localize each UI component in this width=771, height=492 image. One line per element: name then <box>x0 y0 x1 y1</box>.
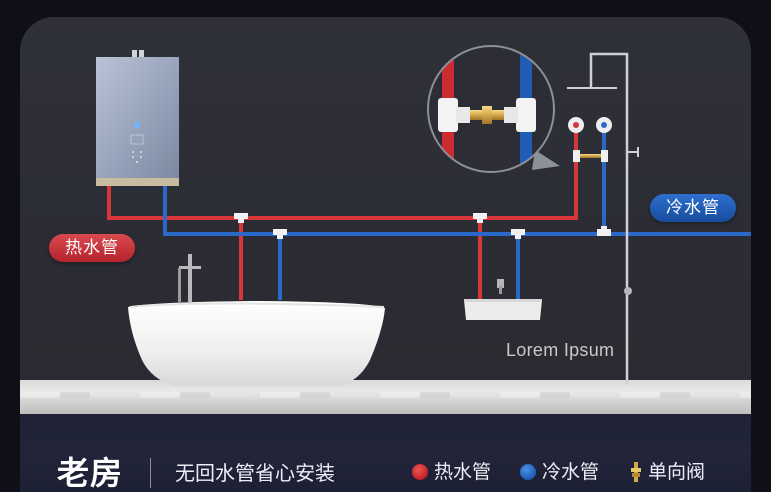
cold-water-pipes <box>163 128 751 300</box>
legend-item-valve: 单向阀 <box>631 459 705 485</box>
footer-title: 老房 <box>57 454 124 492</box>
legend-item-cold: 冷水管 <box>520 459 599 485</box>
shower <box>567 52 639 385</box>
tee-fittings <box>234 213 611 239</box>
title-divider <box>150 458 151 488</box>
hot-pipe-tag: 热水管 <box>49 234 135 262</box>
legend-label: 冷水管 <box>542 461 600 483</box>
red-dot-icon <box>412 464 428 480</box>
blue-dot-icon <box>520 464 536 480</box>
footer-bar <box>20 414 751 492</box>
legend-label: 单向阀 <box>648 461 706 483</box>
check-valve-icon <box>631 462 641 482</box>
legend-item-hot: 热水管 <box>412 459 491 485</box>
hot-water-pipes <box>107 128 578 300</box>
shower-valves <box>568 117 612 162</box>
cold-pipe-tag: 冷水管 <box>650 194 736 222</box>
floor <box>20 380 751 414</box>
bathtub-faucet <box>178 254 201 302</box>
washbasin <box>464 279 542 320</box>
placeholder-caption: Lorem Ipsum <box>506 340 615 360</box>
legend-label: 热水管 <box>434 461 492 483</box>
footer-subtitle: 无回水管省心安装 <box>175 461 335 485</box>
bathtub <box>128 301 385 386</box>
water-heater <box>96 50 179 186</box>
check-valve-magnifier <box>427 45 560 173</box>
